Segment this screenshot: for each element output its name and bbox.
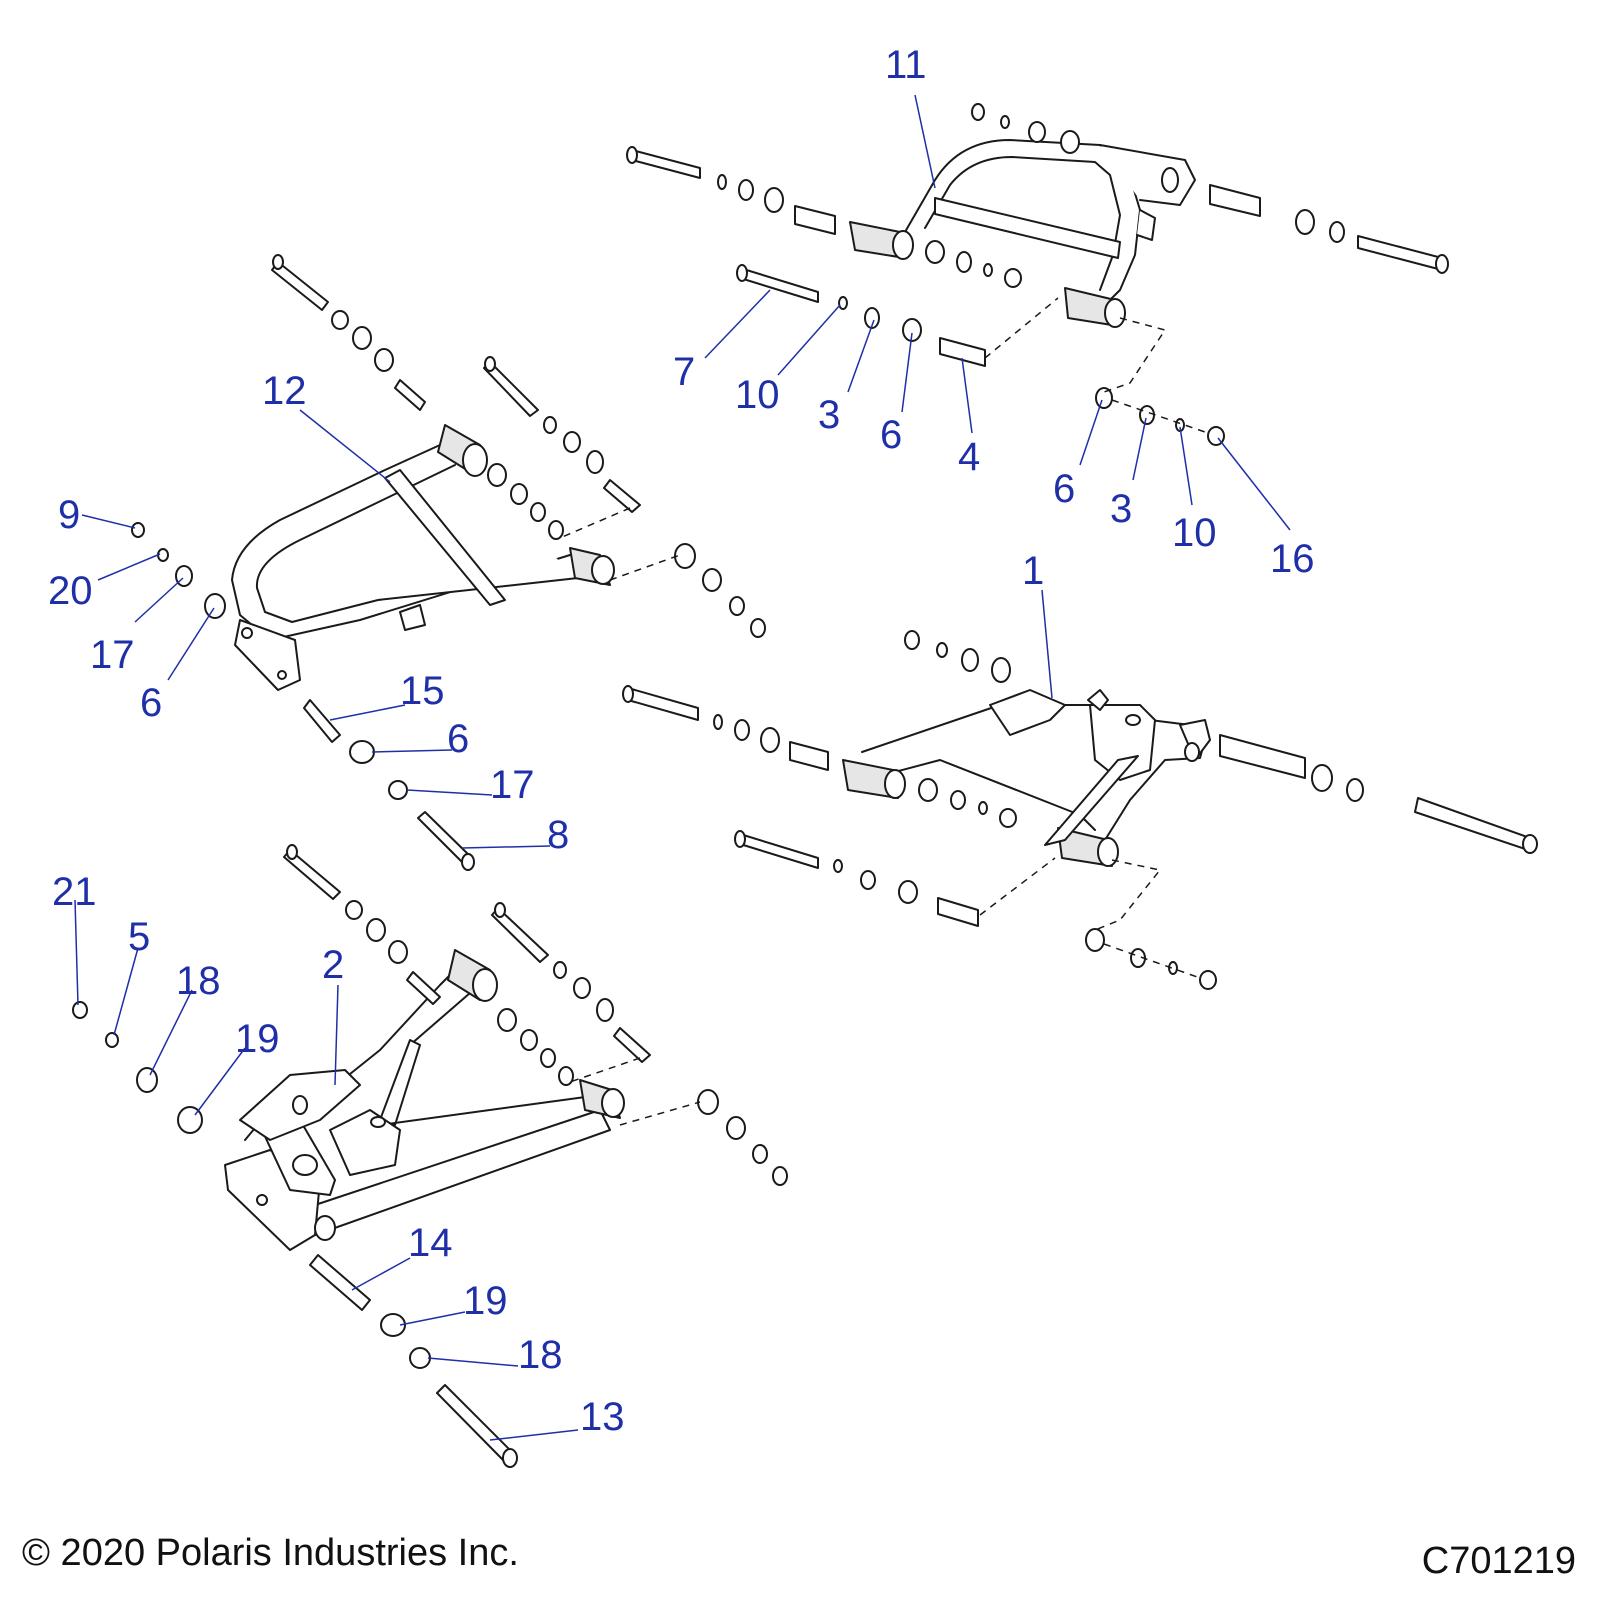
callout-10: 10 xyxy=(735,373,780,417)
callout-11: 11 xyxy=(885,43,927,87)
callout-6: 6 xyxy=(880,413,902,457)
callout-13: 13 xyxy=(580,1395,625,1439)
callout-17: 17 xyxy=(90,633,135,677)
part-2-lower-front-arm xyxy=(224,949,625,1251)
callout-18: 18 xyxy=(176,959,221,1003)
callout-3: 3 xyxy=(818,393,840,437)
callout-5: 5 xyxy=(128,915,150,959)
callout-16: 16 xyxy=(1270,537,1315,581)
callout-7: 7 xyxy=(673,350,695,394)
callout-2: 2 xyxy=(322,943,344,987)
callout-9: 9 xyxy=(58,493,80,537)
callout-20: 20 xyxy=(48,569,93,613)
part-11-hardware xyxy=(626,103,1449,446)
copyright-notice: © 2020 Polaris Industries Inc. xyxy=(22,1532,519,1574)
callout-19: 19 xyxy=(235,1017,280,1061)
part-12-hardware xyxy=(131,254,766,871)
part-1-lower-rear-arm xyxy=(842,689,1211,867)
callout-6: 6 xyxy=(1053,467,1075,511)
callout-12: 12 xyxy=(262,369,307,413)
part-12-upper-front-arm xyxy=(231,424,615,691)
callout-6: 6 xyxy=(447,717,469,761)
callout-8: 8 xyxy=(547,813,569,857)
callout-14: 14 xyxy=(408,1221,453,1265)
callout-numbers: 11 12 9 20 17 6 7 10 3 6 4 6 3 10 16 1 1… xyxy=(48,43,1315,1439)
callout-21: 21 xyxy=(52,870,97,914)
part-1-hardware xyxy=(622,630,1538,990)
callout-3: 3 xyxy=(1110,487,1132,531)
callout-18: 18 xyxy=(518,1333,563,1377)
callout-10: 10 xyxy=(1172,511,1217,555)
part-11-upper-rear-arm xyxy=(849,139,1196,328)
drawing-number: C701219 xyxy=(1421,1540,1576,1582)
callout-15: 15 xyxy=(400,669,445,713)
callout-4: 4 xyxy=(958,435,980,479)
callout-17: 17 xyxy=(490,763,535,807)
callout-19: 19 xyxy=(463,1279,508,1323)
part-2-hardware xyxy=(72,844,788,1468)
callout-6: 6 xyxy=(140,681,162,725)
leader-lines xyxy=(74,94,1291,1441)
callout-1: 1 xyxy=(1022,549,1044,593)
